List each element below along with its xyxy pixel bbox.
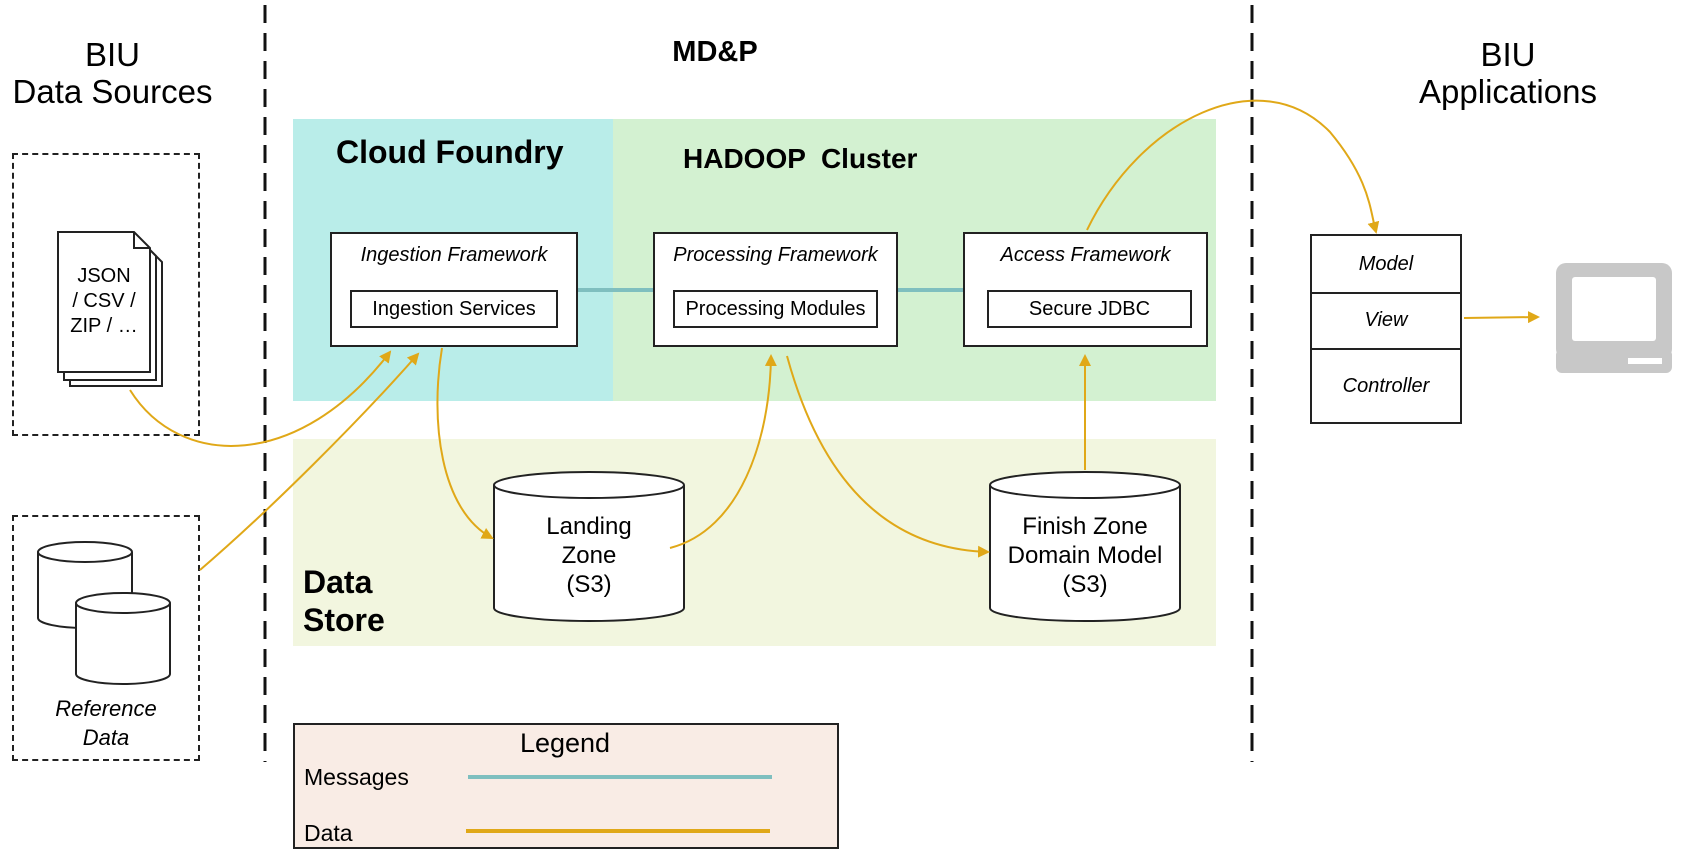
finish-zone-line2: Domain Model — [1007, 542, 1163, 569]
mvc-model: Model — [1312, 236, 1460, 294]
finish-zone-line1: Finish Zone — [1022, 513, 1148, 540]
legend-messages-label: Messages — [304, 764, 409, 790]
file-formats-line1: JSON — [77, 265, 131, 287]
processing-modules: Processing Modules — [673, 290, 878, 328]
file-formats-line3: ZIP / … — [70, 315, 138, 337]
mvc-view: View — [1312, 292, 1460, 350]
landing-zone-line1: Landing — [546, 513, 632, 540]
cloud-foundry-title: Cloud Foundry — [336, 134, 564, 170]
landing-zone-line3: (S3) — [566, 571, 612, 598]
sources-title-line2: Data Sources — [12, 73, 213, 110]
applications-title-line2: Applications — [1419, 73, 1597, 110]
reference-data-box — [12, 515, 200, 761]
mvc-controller: Controller — [1342, 375, 1430, 397]
mdp-title: MD&P — [672, 36, 758, 68]
flow-view-to-computer — [1463, 311, 1540, 324]
flow-reference-to-ingestion — [199, 352, 420, 571]
flow-ingestion-to-landing — [436, 347, 494, 539]
reference-data-label: Reference Data — [12, 694, 200, 752]
sources-title-line1: BIU — [84, 36, 140, 73]
reference-data-line1: Reference — [55, 696, 157, 721]
file-stack-icon — [57, 231, 163, 387]
legend-box — [293, 723, 839, 849]
file-formats-label: JSON / CSV / ZIP / … — [58, 264, 150, 339]
reference-data-line2: Data — [82, 725, 130, 750]
flow-access-to-model — [1086, 99, 1380, 234]
ingestion-framework: Ingestion Framework Ingestion Services — [330, 232, 578, 347]
database-icon — [37, 541, 171, 685]
computer-icon — [1556, 263, 1672, 373]
legend-title: Legend — [519, 728, 611, 758]
legend-data-label: Data — [304, 820, 353, 846]
landing-zone-label: Landing Zone (S3) — [494, 512, 684, 599]
hadoop-cluster-title: HADOOP Cluster — [683, 143, 918, 174]
access-framework-title: Access Framework — [1000, 244, 1171, 266]
processing-framework: Processing Framework Processing Modules — [653, 232, 898, 347]
data-store-title: Data Store — [303, 563, 385, 639]
finish-zone-line3: (S3) — [1062, 571, 1108, 598]
finish-zone-label: Finish Zone Domain Model (S3) — [985, 512, 1185, 599]
data-store-title-line1: Data — [303, 564, 373, 600]
finish-zone-cylinder — [989, 471, 1181, 622]
processing-framework-title: Processing Framework — [673, 244, 878, 266]
access-framework: Access Framework Secure JDBC — [963, 232, 1208, 347]
data-store-title-line2: Store — [303, 602, 385, 638]
landing-zone-cylinder — [493, 471, 685, 622]
secure-jdbc: Secure JDBC — [987, 290, 1192, 328]
sources-title: BIU Data Sources — [0, 36, 225, 110]
ingestion-framework-title: Ingestion Framework — [360, 244, 548, 266]
mvc-stack: Model View Controller — [1310, 234, 1462, 424]
applications-title: BIU Applications — [1398, 36, 1618, 110]
file-formats-line2: / CSV / — [72, 290, 136, 312]
flow-landing-to-processing — [669, 354, 777, 549]
ingestion-services: Ingestion Services — [350, 290, 558, 328]
landing-zone-line2: Zone — [561, 542, 617, 569]
flow-processing-to-finish — [786, 355, 990, 558]
file-source-box — [12, 153, 200, 436]
flow-files-to-ingestion — [129, 350, 392, 447]
applications-title-line1: BIU — [1480, 36, 1536, 73]
